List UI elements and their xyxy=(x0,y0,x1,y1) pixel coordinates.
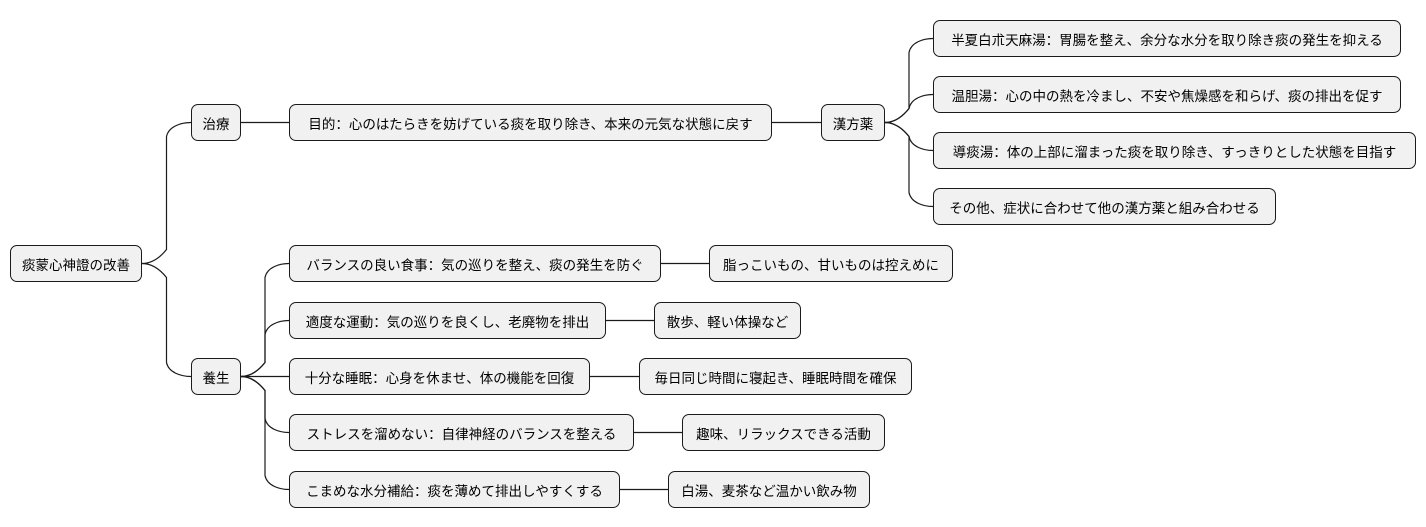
kampo-node: 漢方薬 xyxy=(821,104,885,141)
kampo-item-hange: 半夏白朮天麻湯：胃腸を整え、余分な水分を取り除き痰の発生を抑える xyxy=(933,20,1401,57)
yojo-detail-sleep: 毎日同じ時間に寝起き、睡眠時間を確保 xyxy=(639,358,912,395)
yojo-detail-stress: 趣味、リラックスできる活動 xyxy=(682,414,885,451)
yojo-item-water: こまめな水分補給：痰を薄めて排出しやすくする xyxy=(289,471,620,508)
yojo-item-sleep: 十分な睡眠：心身を休ませ、体の機能を回復 xyxy=(289,358,590,395)
yojo-item-exercise: 適度な運動：気の巡りを良くし、老廃物を排出 xyxy=(289,302,606,339)
edge-root-yojo xyxy=(141,262,192,378)
kampo-item-dotan: 導痰湯：体の上部に溜まった痰を取り除き、すっきりとした状態を目指す xyxy=(933,132,1416,169)
yojo-node: 養生 xyxy=(191,358,241,395)
kampo-item-untan: 温胆湯：心の中の熱を冷まし、不安や焦燥感を和らげ、痰の排出を促す xyxy=(933,76,1401,113)
yojo-item-stress: ストレスを溜めない：自律神経のバランスを整える xyxy=(289,414,634,451)
treatment-node: 治療 xyxy=(191,104,241,141)
edge-kampo-untan xyxy=(884,93,934,124)
edge-root-treatment xyxy=(141,121,192,265)
yojo-detail-water: 白湯、麦茶など温かい飲み物 xyxy=(668,471,870,508)
yojo-detail-diet: 脂っこいもの、甘いものは控えめに xyxy=(709,245,953,282)
treatment-purpose-node: 目的：心のはたらきを妨げている痰を取り除き、本来の元気な状態に戻す xyxy=(289,104,772,141)
edge-yojo-exercise xyxy=(240,319,290,378)
edge-kampo-other xyxy=(884,121,934,208)
edge-kampo-hange xyxy=(884,37,934,124)
edge-yojo-water xyxy=(240,375,290,491)
kampo-item-other: その他、症状に合わせて他の漢方薬と組み合わせる xyxy=(933,188,1276,225)
yojo-item-diet: バランスの良い食事：気の巡りを整え、痰の発生を防ぐ xyxy=(289,245,661,282)
root-node: 痰蒙心神證の改善 xyxy=(10,245,142,282)
yojo-detail-exercise: 散歩、軽い体操など xyxy=(654,302,801,339)
